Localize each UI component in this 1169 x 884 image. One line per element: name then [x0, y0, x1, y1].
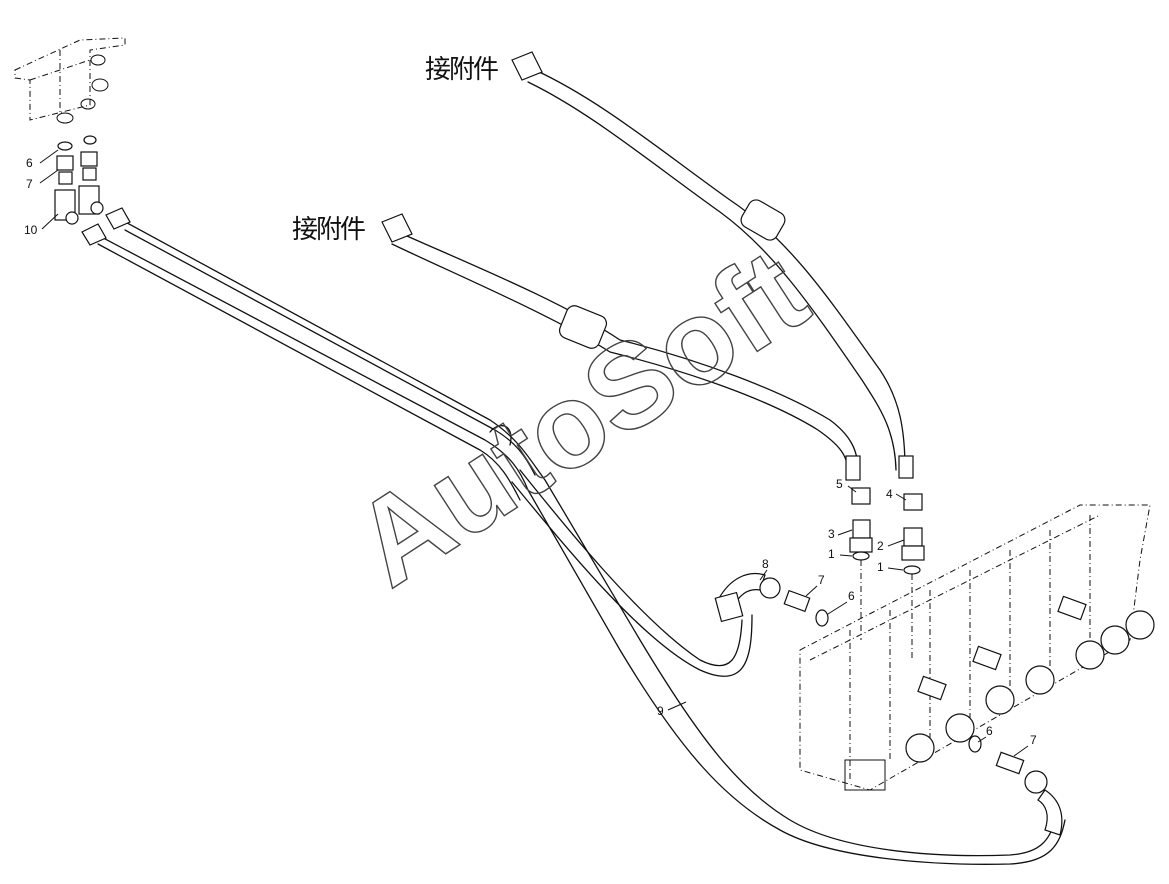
callout-3: 3 [828, 527, 835, 541]
callout-6: 6 [26, 156, 33, 170]
callout-1: 1 [828, 547, 835, 561]
callout-8: 8 [762, 557, 769, 571]
callout-9: 9 [657, 704, 664, 718]
callout-4: 4 [886, 487, 893, 501]
connector-7-middle [783, 589, 829, 627]
main-hose-pair [81, 207, 1066, 865]
watermark-text: AutoSoft [331, 224, 829, 612]
attachment-label-upper: 接附件 [425, 55, 498, 85]
attachment-hose-a [511, 51, 914, 479]
attachment-label-middle: 接附件 [292, 215, 365, 245]
callout-numbers: 6 7 10 5 4 3 2 1 1 8 7 6 9 6 7 [24, 156, 1037, 747]
fitting-stack-left [849, 487, 873, 640]
left-fitting-stack [54, 135, 104, 225]
callout-2: 2 [877, 539, 884, 553]
callout-5: 5 [836, 477, 843, 491]
connector-7-lower [968, 735, 1063, 836]
fitting-stack-right [901, 493, 925, 660]
callout-7: 7 [1030, 733, 1037, 747]
callout-10: 10 [24, 223, 38, 237]
control-valve-block [799, 504, 1155, 791]
callout-1: 1 [877, 560, 884, 574]
mounting-bracket [14, 37, 126, 124]
callout-6: 6 [848, 589, 855, 603]
callout-7: 7 [818, 573, 825, 587]
callout-7: 7 [26, 177, 33, 191]
callout-6: 6 [986, 724, 993, 738]
attachment-hose-b [381, 213, 861, 481]
hose-to-port-8 [511, 469, 781, 677]
callout-leaders [39, 149, 1029, 757]
